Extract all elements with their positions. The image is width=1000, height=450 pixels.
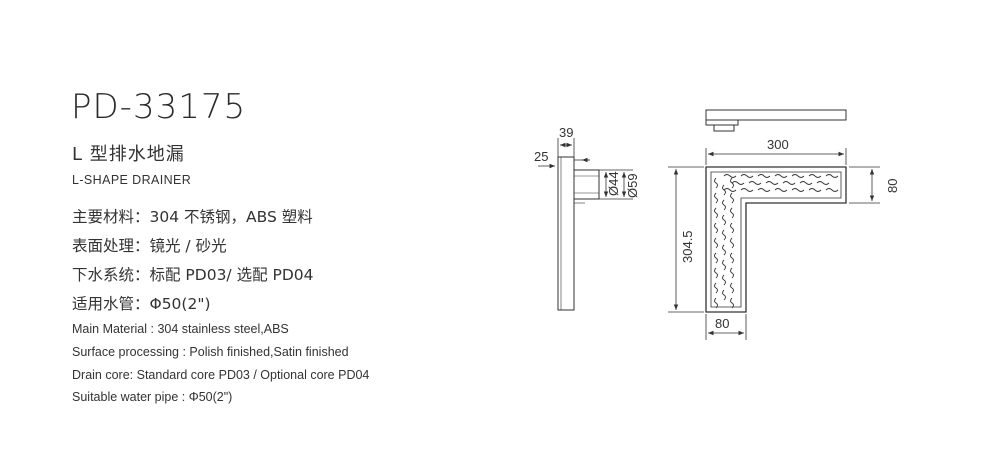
drain-slot <box>825 174 839 178</box>
dim-left-length-label: 304.5 <box>680 230 695 263</box>
drain-slot <box>722 259 726 271</box>
drain-slot <box>748 181 762 185</box>
top-elevation <box>705 109 847 132</box>
drain-slot <box>730 252 734 264</box>
drain-slot <box>730 237 734 249</box>
drain-slot <box>714 297 718 309</box>
drain-slot <box>808 174 822 178</box>
drain-slot <box>714 177 718 189</box>
drain-slot <box>774 174 788 178</box>
drain-slot <box>791 174 805 178</box>
drain-slot <box>774 188 788 192</box>
drain-slot <box>731 181 745 185</box>
drain-slot <box>714 222 718 234</box>
dim-bottom-width-label: 80 <box>715 316 729 331</box>
drain-slot <box>782 181 796 185</box>
dim-outlet <box>599 169 633 200</box>
drain-slot <box>723 188 737 192</box>
drain-slot <box>722 229 726 241</box>
drain-slot <box>757 174 771 178</box>
spec-surface-en: Surface processing : Polish finished,Sat… <box>72 345 349 359</box>
top-elevation-outlet-top <box>705 120 739 126</box>
dim-top-width-label: 80 <box>885 179 900 193</box>
drain-slot <box>816 181 830 185</box>
top-elevation-body <box>705 109 847 121</box>
drain-slot <box>714 192 718 204</box>
spec-drain-en: Drain core: Standard core PD03 / Optiona… <box>72 368 370 382</box>
drain-slot <box>730 282 734 294</box>
drain-slot <box>722 199 726 211</box>
dim-side-width-label: 39 <box>559 125 573 140</box>
dim-top-length <box>705 148 847 165</box>
drain-slot <box>730 297 734 309</box>
dim-side-lip-label: 25 <box>534 149 548 164</box>
drain-slot <box>723 174 737 178</box>
drain-slot <box>730 192 734 204</box>
drain-slot <box>722 244 726 256</box>
drain-slot <box>722 274 726 286</box>
drain-slot <box>765 181 779 185</box>
drain-slot <box>714 252 718 264</box>
drain-slot <box>714 267 718 279</box>
drain-slot <box>714 237 718 249</box>
dim-top-length-label: 300 <box>767 137 789 152</box>
dim-top-width <box>849 166 880 204</box>
dim-left-length <box>668 166 704 313</box>
dim-outlet-outer-label: Ø59 <box>625 173 640 198</box>
model-number: PD-33175 <box>71 87 247 127</box>
drain-slot <box>730 267 734 279</box>
dim-bottom-width <box>705 314 747 340</box>
spec-drain-cn: 下水系统：标配 PD03/ 选配 PD04 <box>72 266 314 284</box>
plan-view-slots <box>714 174 839 309</box>
drain-slot <box>808 188 822 192</box>
spec-pipe-cn: 适用水管：Φ50(2") <box>72 295 211 313</box>
product-name-cn: L 型排水地漏 <box>72 144 185 165</box>
drain-slot <box>757 188 771 192</box>
drain-slot <box>722 214 726 226</box>
drain-slot <box>714 207 718 219</box>
spec-surface-cn: 表面处理：镜光 / 砂光 <box>72 237 227 255</box>
side-view-outlet <box>573 169 600 200</box>
drain-slot <box>740 188 754 192</box>
drain-slot <box>730 207 734 219</box>
side-view-body <box>557 156 575 311</box>
drain-slot <box>791 188 805 192</box>
drain-slot <box>730 222 734 234</box>
dim-side-lip <box>538 157 590 169</box>
drain-slot <box>714 282 718 294</box>
plan-view <box>705 166 847 313</box>
side-view <box>557 156 600 311</box>
plan-view-inner-outline <box>710 171 842 308</box>
spec-pipe-en: Suitable water pipe : Φ50(2") <box>72 390 233 404</box>
drain-slot <box>825 188 839 192</box>
top-elevation-outlet <box>713 124 735 132</box>
spec-material-en: Main Material : 304 stainless steel,ABS <box>72 322 289 336</box>
spec-material-cn: 主要材料：304 不锈钢，ABS 塑料 <box>72 208 313 226</box>
drain-slot <box>722 184 726 196</box>
drain-slot <box>730 177 734 189</box>
drain-slot <box>740 174 754 178</box>
dim-outlet-inner-label: Ø44 <box>606 171 621 196</box>
product-name-en: L-SHAPE DRAINER <box>72 173 192 187</box>
drain-slot <box>722 289 726 301</box>
dim-side-width <box>557 138 575 160</box>
drain-slot <box>799 181 813 185</box>
